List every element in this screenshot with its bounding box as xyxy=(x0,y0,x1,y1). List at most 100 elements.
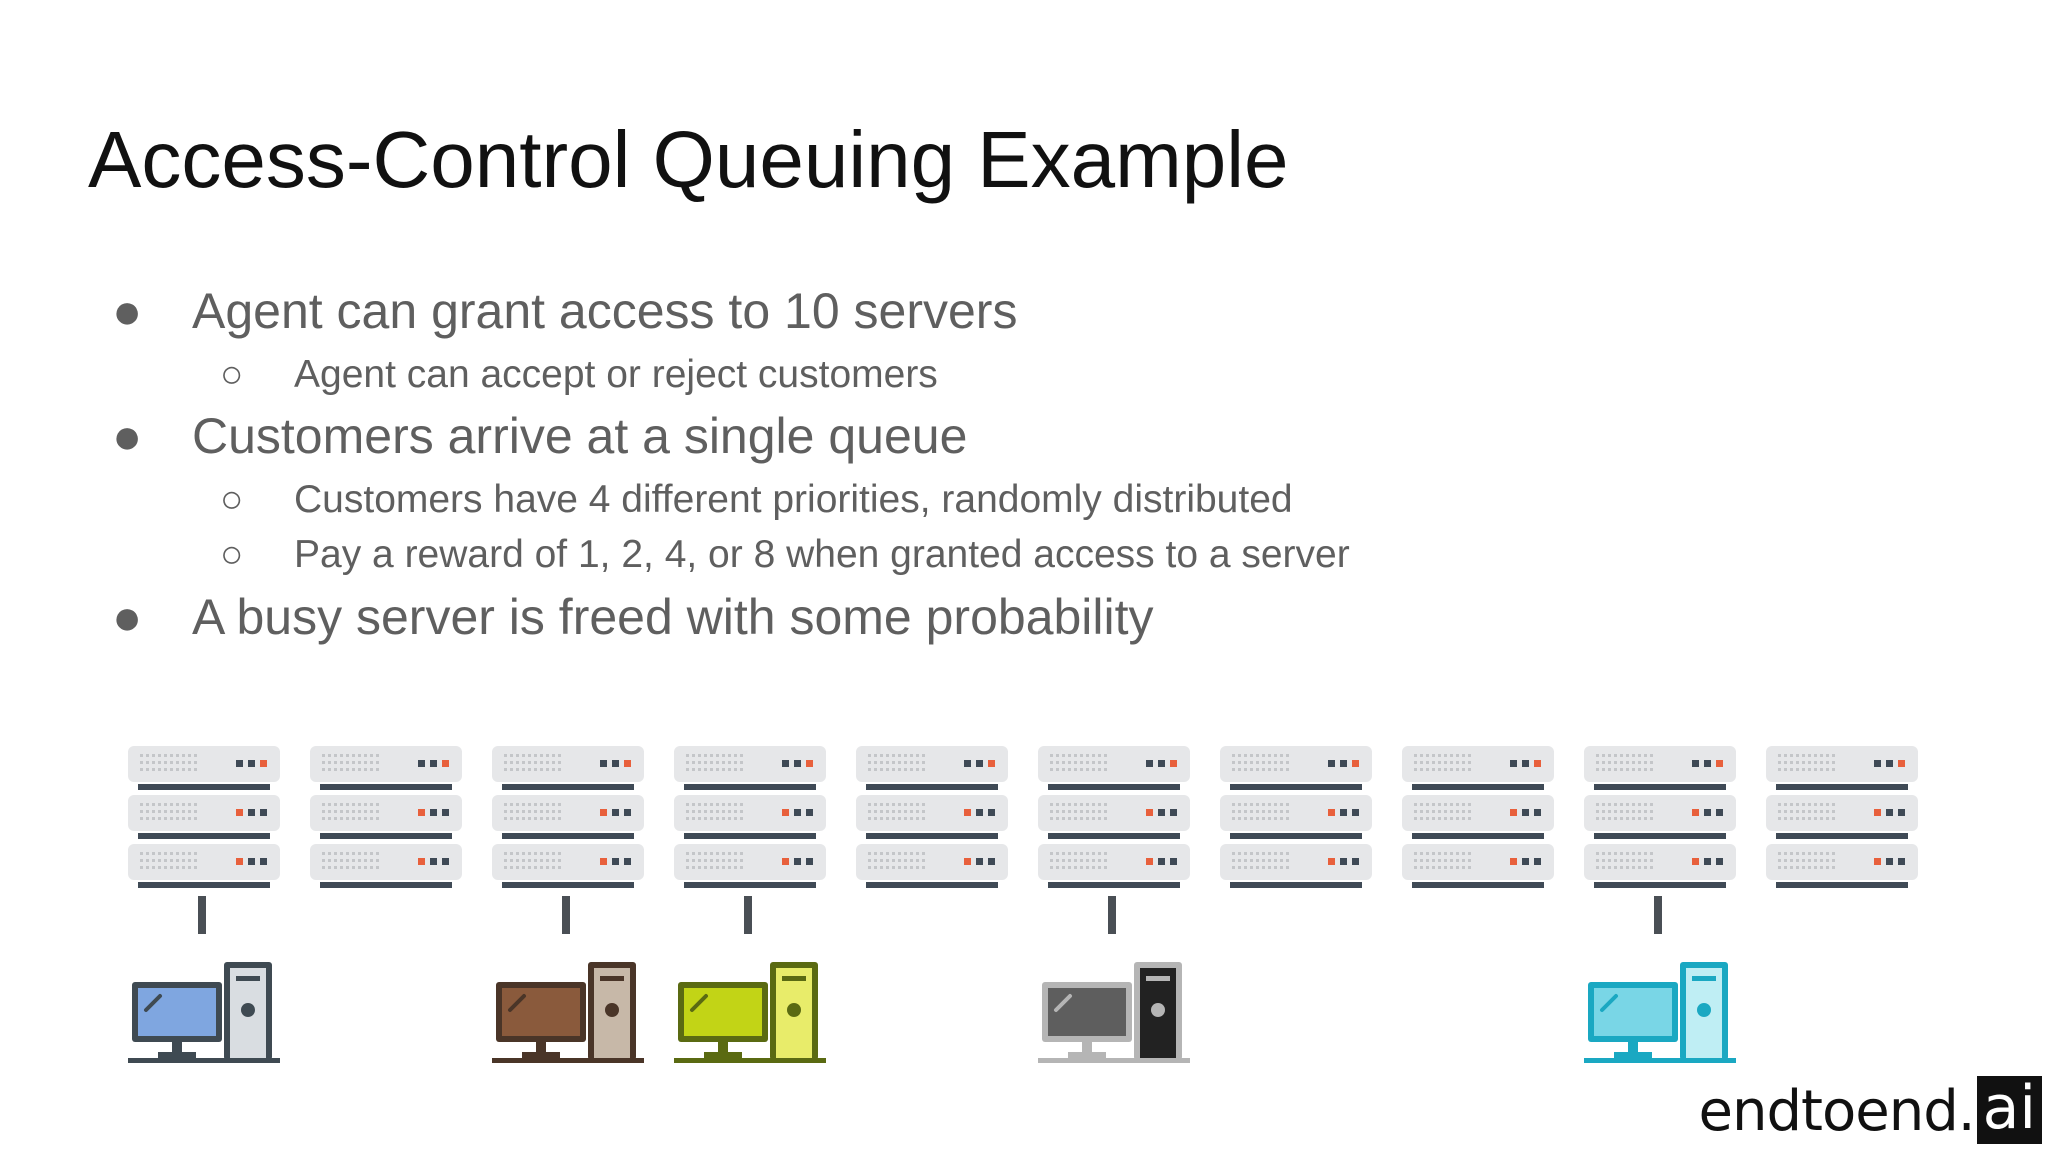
server-led-icon xyxy=(248,760,255,767)
sub-bullet-text: Customers have 4 different priorities, r… xyxy=(294,478,1293,521)
server-unit xyxy=(492,746,644,782)
server-unit-base xyxy=(1412,833,1544,839)
brand-logo: endtoend. ai xyxy=(1699,1072,2042,1144)
server-unit xyxy=(310,795,462,831)
connection-line xyxy=(1108,896,1116,934)
desk-line xyxy=(674,1058,826,1063)
server-unit-base xyxy=(502,882,634,888)
server-unit xyxy=(128,795,280,831)
server-unit-base xyxy=(138,784,270,790)
server-unit-base xyxy=(684,882,816,888)
server-led-icon xyxy=(1170,858,1177,865)
server-rack-icon xyxy=(1402,746,1554,888)
sub-bullet-marker-icon: ○ xyxy=(220,353,244,396)
server-unit-base xyxy=(138,882,270,888)
server-led-icon xyxy=(794,760,801,767)
tower-power-button xyxy=(605,1003,619,1017)
server-led-icon xyxy=(794,858,801,865)
server-led-icon xyxy=(782,858,789,865)
server-unit-base xyxy=(320,784,452,790)
server-led-icon xyxy=(1886,760,1893,767)
server-rack-icon xyxy=(674,746,826,888)
server-rack-icon xyxy=(128,746,280,888)
server-led-icon xyxy=(430,809,437,816)
server-led-icon xyxy=(260,760,267,767)
server-led-icon xyxy=(806,809,813,816)
server-unit xyxy=(310,844,462,880)
server-led-icon xyxy=(430,760,437,767)
server-rack-icon xyxy=(856,746,1008,888)
server-led-icon xyxy=(1158,858,1165,865)
server-led-icon xyxy=(442,858,449,865)
server-led-icon xyxy=(1510,809,1517,816)
server-led-icon xyxy=(782,760,789,767)
server-unit xyxy=(1584,746,1736,782)
server-unit xyxy=(674,844,826,880)
server-unit xyxy=(1038,746,1190,782)
server-unit xyxy=(1584,844,1736,880)
server-led-icon xyxy=(600,858,607,865)
server-led-icon xyxy=(1170,760,1177,767)
sub-bullet-text: Agent can accept or reject customers xyxy=(294,353,938,396)
server-led-icon xyxy=(430,858,437,865)
monitor-screen xyxy=(502,988,580,1036)
server-unit xyxy=(856,795,1008,831)
server-led-icon xyxy=(612,760,619,767)
server-led-icon xyxy=(1874,760,1881,767)
monitor-screen xyxy=(1048,988,1126,1036)
server-led-icon xyxy=(624,760,631,767)
server-unit-base xyxy=(502,833,634,839)
server-led-icon xyxy=(418,760,425,767)
server-unit-base xyxy=(320,882,452,888)
server-led-icon xyxy=(236,858,243,865)
server-led-icon xyxy=(964,858,971,865)
server-led-icon xyxy=(1716,809,1723,816)
bullet-marker-icon: ● xyxy=(112,283,143,339)
server-unit-base xyxy=(684,833,816,839)
server-led-icon xyxy=(988,809,995,816)
server-unit xyxy=(1038,844,1190,880)
server-led-icon xyxy=(1522,760,1529,767)
monitor-foot xyxy=(522,1052,560,1058)
sub-bullet-text: Pay a reward of 1, 2, 4, or 8 when grant… xyxy=(294,533,1350,576)
monitor-stand xyxy=(1082,1042,1092,1054)
server-led-icon xyxy=(782,809,789,816)
server-led-icon xyxy=(1146,858,1153,865)
server-led-icon xyxy=(1328,809,1335,816)
server-unit xyxy=(1766,795,1918,831)
tower-power-button xyxy=(241,1003,255,1017)
server-led-icon xyxy=(236,760,243,767)
server-led-icon xyxy=(442,760,449,767)
monitor-screen xyxy=(1594,988,1672,1036)
server-led-icon xyxy=(1328,760,1335,767)
server-led-icon xyxy=(1340,760,1347,767)
server-rack-icon xyxy=(1220,746,1372,888)
server-led-icon xyxy=(1886,858,1893,865)
connection-line xyxy=(562,896,570,934)
server-rack-icon xyxy=(492,746,644,888)
desk-line xyxy=(1038,1058,1190,1063)
server-unit xyxy=(1766,746,1918,782)
customer-computer-icon xyxy=(128,962,280,1063)
server-led-icon xyxy=(624,858,631,865)
tower-drive xyxy=(1692,976,1716,981)
server-unit xyxy=(492,844,644,880)
customer-computer-icon xyxy=(674,962,826,1063)
server-led-icon xyxy=(1874,809,1881,816)
server-led-icon xyxy=(260,858,267,865)
server-led-icon xyxy=(1898,858,1905,865)
server-led-icon xyxy=(1510,760,1517,767)
server-led-icon xyxy=(1510,858,1517,865)
server-unit-base xyxy=(684,784,816,790)
server-unit xyxy=(1220,746,1372,782)
server-led-icon xyxy=(1898,809,1905,816)
server-unit xyxy=(1220,844,1372,880)
tower-drive xyxy=(600,976,624,981)
server-led-icon xyxy=(236,809,243,816)
server-led-icon xyxy=(1692,809,1699,816)
monitor-stand xyxy=(1628,1042,1638,1054)
server-unit-base xyxy=(1594,882,1726,888)
desk-line xyxy=(492,1058,644,1063)
bullet-marker-icon: ● xyxy=(112,408,143,464)
server-led-icon xyxy=(1534,760,1541,767)
